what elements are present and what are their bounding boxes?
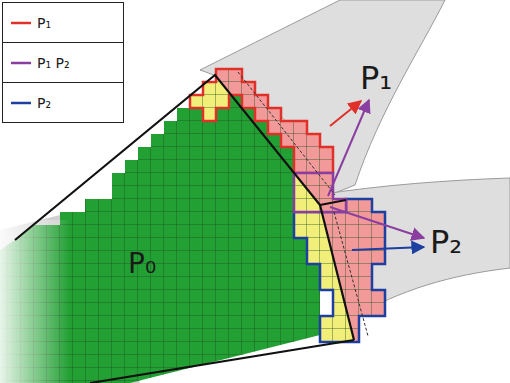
grid-lines — [0, 95, 320, 383]
legend-text: P₁ — [37, 15, 51, 31]
legend-row: P₁ — [3, 3, 123, 42]
legend-swatch — [11, 18, 31, 28]
region-label: P₁ — [360, 62, 392, 94]
p0-region — [0, 95, 320, 383]
region-label: P₂ — [430, 226, 462, 258]
legend: P₁ P₁ P₂ P₂ — [2, 2, 124, 123]
legend-text: P₂ — [37, 95, 51, 111]
dashed-lines — [238, 72, 368, 336]
legend-swatch — [11, 58, 31, 68]
arrows — [328, 100, 424, 250]
legend-row: P₁ P₂ — [3, 42, 123, 82]
p1-strip — [190, 69, 333, 173]
fade — [0, 220, 70, 383]
legend-text: P₁ P₂ — [37, 55, 70, 71]
region-label: P₀ — [128, 250, 156, 278]
legend-row: P₂ — [3, 82, 123, 122]
legend-swatch — [11, 98, 31, 108]
